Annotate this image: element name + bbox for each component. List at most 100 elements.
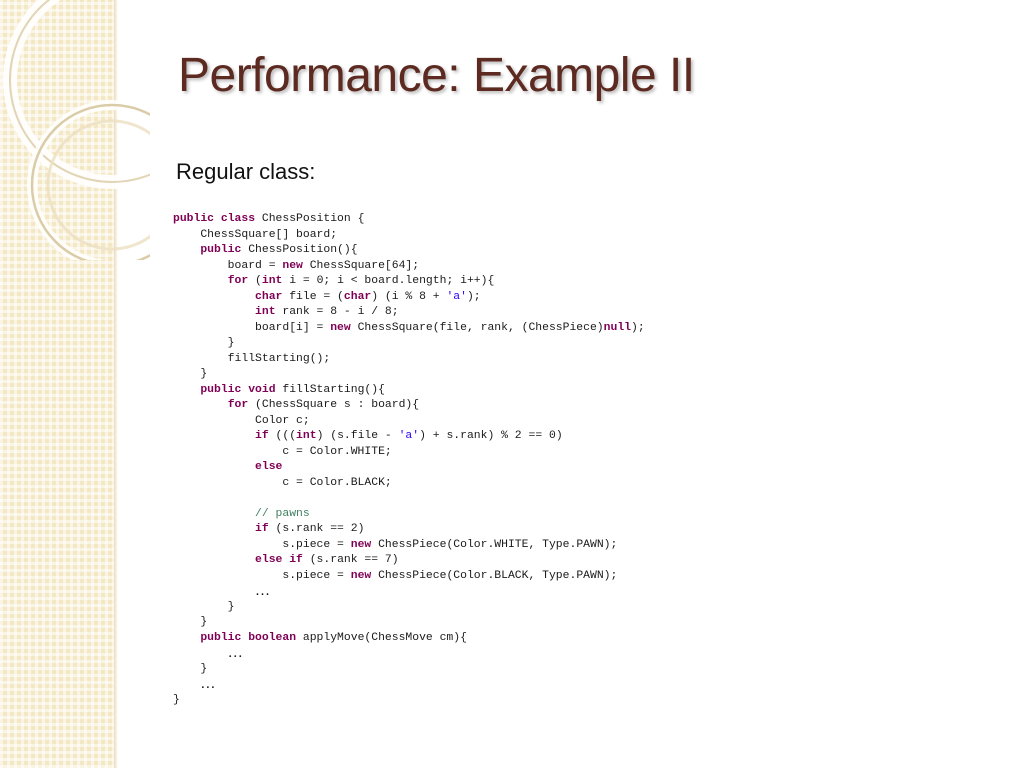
code-text (173, 632, 200, 644)
code-text: } (173, 662, 208, 675)
code-line: } (173, 336, 645, 352)
code-text (173, 384, 200, 396)
code-text: Color c; (173, 414, 310, 427)
code-keyword: char (343, 290, 372, 303)
code-text (173, 523, 255, 535)
code-text (173, 430, 255, 442)
code-line: … (173, 676, 645, 693)
code-line: char file = (char) (i % 8 + 'a'); (173, 290, 645, 306)
code-line: s.piece = new ChessPiece(Color.WHITE, Ty… (173, 538, 645, 554)
code-line: for (ChessSquare s : board){ (173, 398, 645, 414)
code-text (173, 291, 255, 303)
code-text: ) (i % 8 + (371, 290, 447, 303)
code-text: i = 0; i < board.length; i++){ (282, 275, 495, 287)
code-keyword: new (330, 321, 351, 334)
code-line: } (173, 615, 645, 631)
code-comment: // pawns (255, 507, 310, 520)
code-keyword: public void (200, 383, 276, 396)
code-line: ChessSquare[] board; (173, 228, 645, 244)
code-text (173, 244, 200, 256)
code-line: c = Color.WHITE; (173, 445, 645, 461)
code-text: } (173, 616, 208, 628)
code-text: fillStarting(); (173, 352, 331, 365)
code-text: board = (173, 259, 283, 272)
code-text: ((( (268, 430, 297, 442)
code-line: if (((int) (s.file - 'a') + s.rank) % 2 … (173, 429, 645, 445)
code-line: … (173, 583, 645, 600)
concentric-rings-decoration (3, 0, 150, 260)
code-text: (ChessSquare s : board){ (248, 399, 420, 411)
code-keyword: public boolean (200, 631, 297, 644)
code-text: file = ( (282, 290, 344, 303)
code-keyword: for (227, 275, 249, 287)
code-keyword: int (261, 275, 283, 287)
code-line: if (s.rank == 2) (173, 522, 645, 538)
code-text: applyMove(ChessMove cm){ (296, 631, 467, 644)
code-keyword: int (296, 430, 317, 442)
code-keyword: for (227, 399, 249, 411)
code-line: public ChessPosition(){ (173, 243, 645, 259)
code-keyword: public (200, 244, 242, 256)
code-text: } (173, 337, 235, 349)
code-text: s.piece = (173, 569, 351, 582)
code-string: 'a' (446, 290, 467, 303)
code-text: ChessSquare[] board; (173, 228, 338, 241)
code-line: } (173, 367, 645, 383)
code-line: } (173, 600, 645, 616)
code-line: else if (s.rank == 7) (173, 553, 645, 569)
code-line (173, 491, 645, 507)
code-line: board[i] = new ChessSquare(file, rank, (… (173, 321, 645, 337)
code-text: c = Color.BLACK; (173, 476, 392, 489)
code-text: (s.rank == 7) (302, 554, 399, 566)
code-keyword: else if (255, 554, 303, 566)
slide-title: Performance: Example II (178, 49, 695, 102)
code-line: public class ChessPosition { (173, 212, 645, 228)
code-text: ChessPiece(Color.BLACK, Type.PAWN); (371, 569, 618, 582)
code-text: c = Color.WHITE; (173, 445, 392, 458)
code-text: (s.rank == 2) (268, 523, 365, 535)
sidebar-edge (114, 0, 118, 768)
code-keyword: new (350, 569, 372, 582)
code-keyword: int (255, 306, 276, 318)
code-line: c = Color.BLACK; (173, 476, 645, 492)
code-text: ChessPiece(Color.WHITE, Type.PAWN); (371, 538, 618, 551)
code-text (173, 508, 255, 520)
code-text (173, 649, 228, 661)
code-text (173, 461, 255, 473)
code-line: board = new ChessSquare[64]; (173, 259, 645, 275)
code-keyword: if (255, 430, 269, 442)
code-line: int rank = 8 - i / 8; (173, 305, 645, 321)
code-text: } (173, 693, 180, 706)
code-ellipsis: … (200, 676, 216, 692)
code-text: board[i] = (173, 321, 331, 334)
code-line: s.piece = new ChessPiece(Color.BLACK, Ty… (173, 569, 645, 585)
code-text: rank = 8 - i / 8; (275, 306, 399, 318)
code-line: … (173, 645, 645, 662)
code-ellipsis: … (255, 583, 271, 599)
code-line: else (173, 460, 645, 476)
code-text (173, 306, 255, 318)
code-keyword: new (350, 538, 372, 551)
code-text: ChessPosition { (255, 213, 365, 225)
code-text (173, 587, 255, 599)
code-keyword: if (255, 523, 269, 535)
code-text (173, 554, 255, 566)
code-text: ); (466, 290, 481, 303)
code-line: // pawns (173, 507, 645, 523)
code-text (173, 399, 228, 411)
code-text: ChessSquare[64]; (302, 259, 420, 272)
code-text: } (173, 600, 235, 613)
code-text: ChessPosition(){ (241, 244, 358, 256)
code-text (173, 680, 200, 692)
code-line: for (int i = 0; i < board.length; i++){ (173, 274, 645, 290)
code-line: Color c; (173, 414, 645, 430)
code-text (173, 275, 228, 287)
code-line: fillStarting(); (173, 352, 645, 368)
code-text: } (173, 368, 208, 380)
code-text: ( (248, 275, 262, 287)
code-ellipsis: … (227, 645, 243, 661)
code-keyword: else (255, 461, 283, 473)
code-text: fillStarting(){ (275, 383, 385, 396)
code-line: public boolean applyMove(ChessMove cm){ (173, 631, 645, 647)
code-line: } (173, 693, 645, 709)
